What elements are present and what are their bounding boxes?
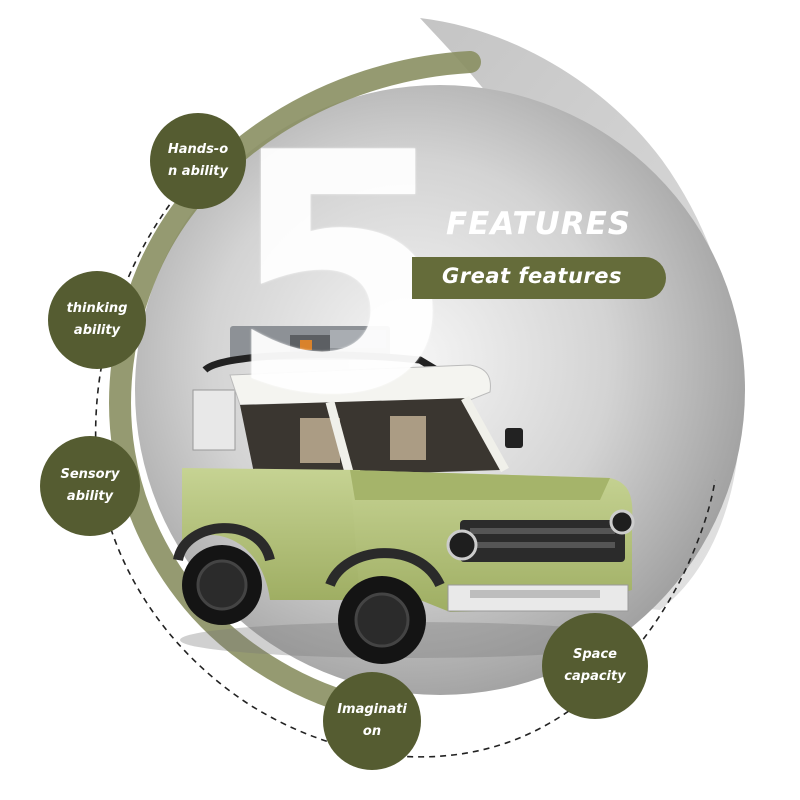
feature-bubble-imagination: Imaginati on: [323, 672, 421, 770]
feature-label: thinking ability: [66, 301, 128, 338]
features-title: FEATURES: [446, 206, 632, 242]
feature-bubble-sensory: Sensory ability: [40, 436, 140, 536]
subtitle-text: Great features: [442, 264, 622, 288]
dashed-orbit: [94, 195, 716, 758]
feature-label: Imaginati on: [337, 702, 407, 739]
feature-bubble-hands-on: Hands-o n ability: [150, 113, 246, 209]
feature-label: Hands-o n ability: [167, 142, 229, 179]
feature-bubble-thinking: thinking ability: [48, 271, 146, 369]
feature-bubble-space: Space capacity: [542, 613, 648, 719]
olive-ring-arc: [109, 51, 481, 721]
feature-label: Sensory ability: [60, 467, 120, 504]
subtitle-banner: [412, 257, 666, 299]
feature-label: Space capacity: [564, 647, 626, 684]
vehicle-image: [173, 326, 640, 664]
